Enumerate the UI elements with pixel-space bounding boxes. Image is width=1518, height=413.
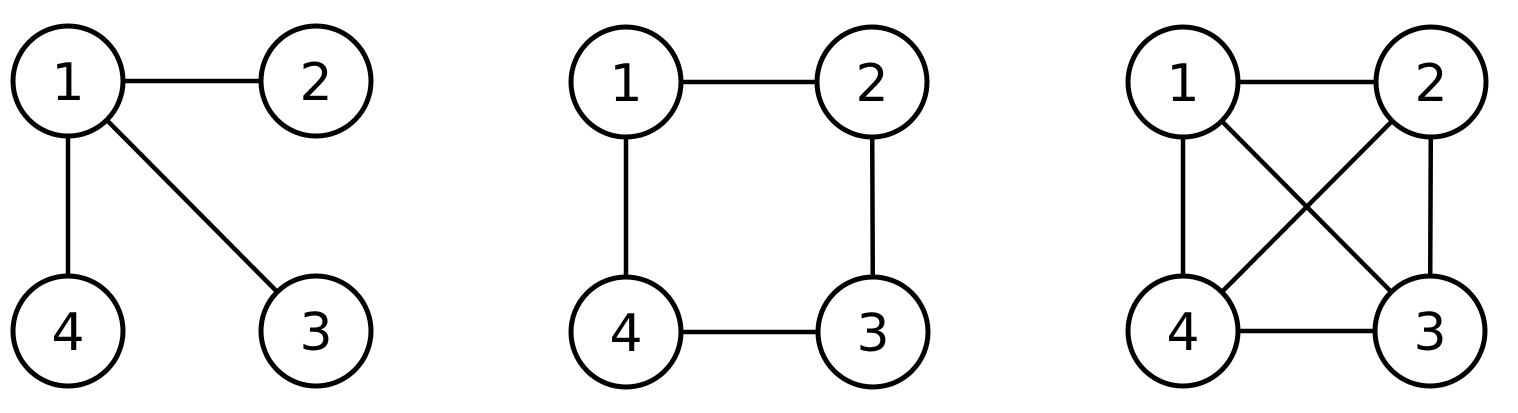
graph-1-node-2-label: 2 <box>299 53 332 113</box>
graph-1: 1 2 3 4 <box>10 23 374 389</box>
graph-2-node-2-label: 2 <box>855 54 888 114</box>
graph-2-node-1-label: 1 <box>609 54 642 114</box>
graph-1-node-3 <box>258 273 374 389</box>
graph-1-node-4-label: 4 <box>51 303 84 363</box>
graph-3-node-2-label: 2 <box>1414 54 1447 114</box>
graph-2-node-3 <box>815 274 931 390</box>
graph-1-node-1 <box>10 23 126 139</box>
graph-1-node-4 <box>10 273 126 389</box>
graph-3-node-3 <box>1372 273 1488 389</box>
graph-1-node-2 <box>258 23 374 139</box>
graph-3-node-4 <box>1125 273 1241 389</box>
graph-2-node-1 <box>568 24 684 140</box>
graph-3-node-3-label: 3 <box>1413 303 1446 363</box>
graph-3-node-4-label: 4 <box>1166 303 1199 363</box>
graph-3: 1 2 3 4 <box>1125 24 1489 389</box>
graph-1-node-1-label: 1 <box>51 53 84 113</box>
graph-2-node-3-label: 3 <box>856 304 889 364</box>
graph-3-node-2 <box>1373 24 1489 140</box>
graph-2-node-4-label: 4 <box>609 304 642 364</box>
graph-3-edge-2-4 <box>1181 80 1433 333</box>
graph-1-node-3-label: 3 <box>299 303 332 363</box>
graph-3-node-1 <box>1125 24 1241 140</box>
graph-3-node-1-label: 1 <box>1166 54 1199 114</box>
graph-2: 1 2 3 4 <box>568 24 931 390</box>
graph-2-node-4 <box>568 274 684 390</box>
graph-2-node-2 <box>814 24 930 140</box>
graph-1-edge-1-3 <box>66 79 318 333</box>
